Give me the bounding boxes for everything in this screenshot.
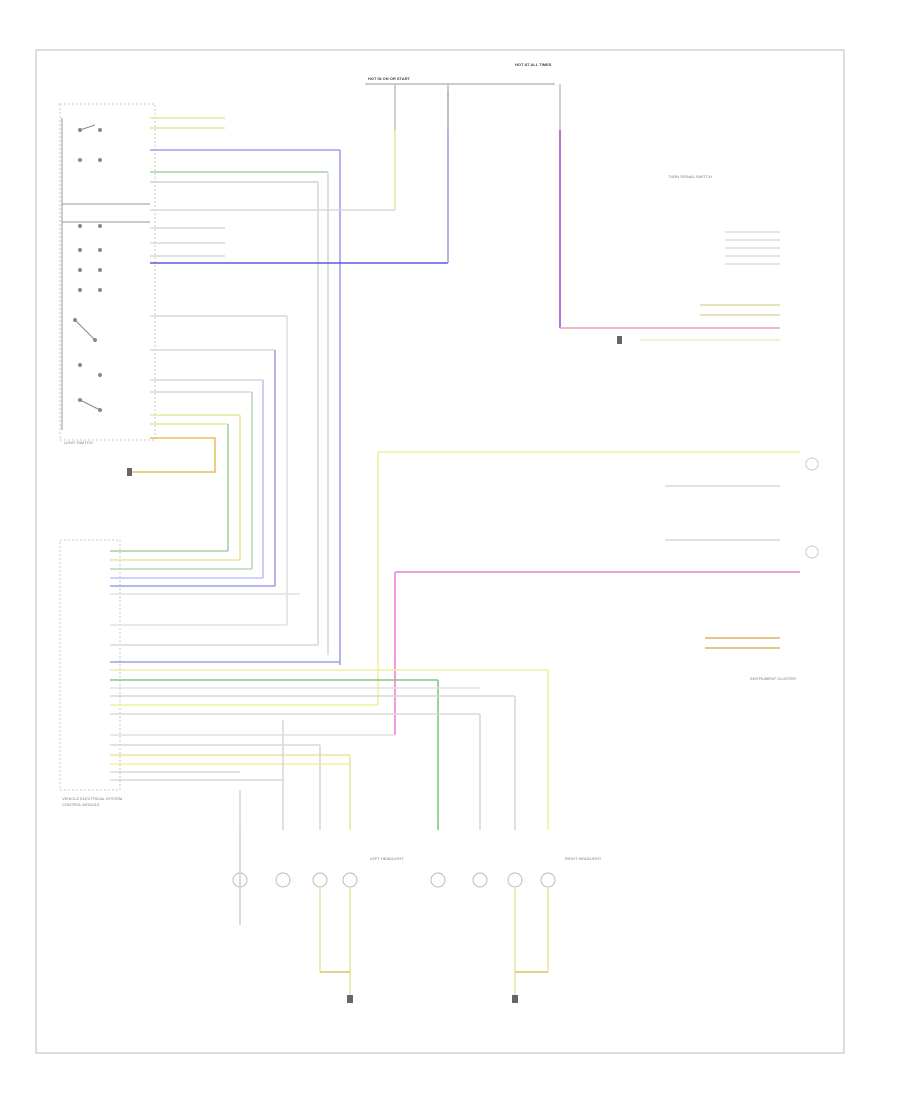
turn-signal-switch — [640, 231, 780, 341]
svg-text:RIGHT HEADLIGHT: RIGHT HEADLIGHT — [565, 856, 602, 861]
light-switch-wires — [130, 90, 449, 665]
left-headlight: LEFT HEADLIGHT — [232, 830, 404, 1000]
svg-text:VEHICLE ELECTRICAL SYSTEM: VEHICLE ELECTRICAL SYSTEM — [62, 796, 122, 801]
svg-text:LEFT HEADLIGHT: LEFT HEADLIGHT — [370, 856, 404, 861]
svg-text:CONTROL MODULE: CONTROL MODULE — [62, 802, 100, 807]
turn-signal-switch-label: TURN SIGNAL SWITCH — [668, 174, 712, 179]
power-feeds — [365, 83, 780, 329]
ground-symbols — [127, 336, 622, 1003]
right-headlight: RIGHT HEADLIGHT — [430, 856, 602, 1000]
hot-at-all-times-label: HOT AT ALL TIMES — [515, 62, 552, 67]
hot-in-on-label: HOT IN ON OR START — [368, 76, 410, 81]
diagram-frame — [35, 49, 845, 1054]
rear-lamp-feeds — [377, 451, 800, 735]
central-module: VEHICLE ELECTRICAL SYSTEM CONTROL MODULE — [59, 539, 549, 830]
right-rear-lamp-icon — [805, 457, 819, 471]
left-rear-lamp-icon — [805, 545, 819, 559]
light-switch: LIGHT SWITCH — [59, 103, 156, 445]
instrument-cluster-label: INSTRUMENT CLUSTER — [750, 676, 796, 681]
svg-text:LIGHT SWITCH: LIGHT SWITCH — [64, 440, 93, 445]
